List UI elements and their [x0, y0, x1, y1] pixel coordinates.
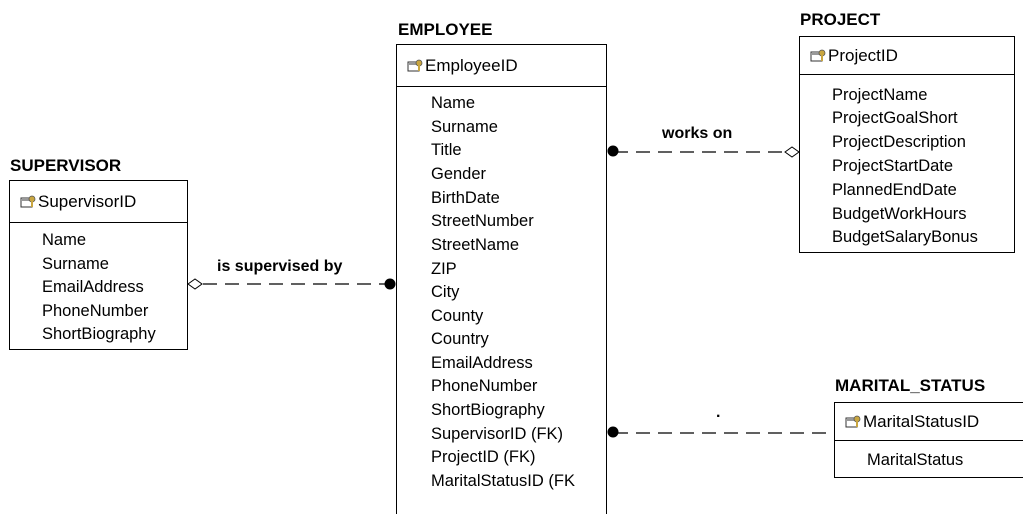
employee-attr: Name [431, 94, 476, 112]
supervisor-attr: Surname [42, 255, 109, 273]
supervisor-attr: PhoneNumber [42, 302, 149, 320]
marital-status-entity: MaritalStatusID MaritalStatus [834, 402, 1023, 478]
project-attr: PlannedEndDate [832, 181, 957, 199]
project-attr: ProjectName [832, 86, 928, 104]
relationship-label-works-on: works on [662, 125, 733, 142]
supervisor-pk: SupervisorID [38, 191, 137, 211]
project-attr: BudgetWorkHours [832, 205, 967, 223]
employee-attr: ZIP [431, 260, 457, 278]
supervisor-attr: Name [42, 231, 87, 249]
employee-attr: ShortBiography [431, 401, 545, 419]
employee-attr: PhoneNumber [431, 377, 538, 395]
relationship-label-supervised: is supervised by [217, 258, 343, 275]
employee-attr: SupervisorID (FK) [431, 425, 564, 443]
relationship-label-marital: . [716, 404, 721, 421]
project-attr: BudgetSalaryBonus [832, 228, 978, 246]
key-icon [20, 195, 36, 207]
employee-attr: City [431, 283, 460, 301]
project-attr: ProjectGoalShort [832, 109, 958, 127]
project-pk: ProjectID [828, 45, 898, 65]
employee-attr: Surname [431, 118, 498, 136]
project-attr: ProjectDescription [832, 133, 966, 151]
supervisor-title: SUPERVISOR [10, 156, 122, 175]
marital-status-attr: MaritalStatus [867, 451, 964, 469]
employee-attr: MaritalStatusID (FK [431, 472, 575, 490]
employee-attr: Gender [431, 165, 487, 183]
supervisor-entity: SupervisorID Name Surname EmailAddress P… [9, 180, 188, 350]
diamond-end-project [784, 146, 800, 158]
project-attr: ProjectStartDate [832, 157, 954, 175]
employee-pk-row: EmployeeID [397, 45, 606, 87]
supervisor-attr: EmailAddress [42, 278, 144, 296]
employee-attr: ProjectID (FK) [431, 448, 536, 466]
marital-status-pk-row: MaritalStatusID [835, 403, 1023, 441]
employee-entity: EmployeeID Name Surname Title Gender Bir… [396, 44, 607, 514]
employee-attr: StreetNumber [431, 212, 534, 230]
employee-title: EMPLOYEE [398, 20, 493, 39]
dot-end-employee-marital [607, 426, 619, 438]
employee-pk: EmployeeID [425, 55, 518, 75]
dot-end-employee-works-on [607, 145, 619, 157]
employee-attr: BirthDate [431, 189, 500, 207]
diamond-end-supervisor [187, 278, 203, 290]
key-icon [845, 415, 861, 427]
project-title: PROJECT [800, 10, 881, 29]
key-icon [407, 59, 423, 71]
employee-attr: Country [431, 330, 489, 348]
key-icon [810, 49, 826, 61]
marital-status-title: MARITAL_STATUS [835, 376, 986, 395]
project-entity: ProjectID ProjectName ProjectGoalShort P… [799, 36, 1015, 253]
employee-attr: EmailAddress [431, 354, 533, 372]
employee-attr: Title [431, 141, 462, 159]
employee-attr: County [431, 307, 484, 325]
marital-status-pk: MaritalStatusID [863, 411, 980, 431]
employee-attr: StreetName [431, 236, 520, 254]
project-pk-row: ProjectID [800, 37, 1014, 75]
dot-end-employee-supervised [384, 278, 396, 290]
supervisor-pk-row: SupervisorID [10, 181, 187, 223]
supervisor-attr: ShortBiography [42, 325, 156, 343]
